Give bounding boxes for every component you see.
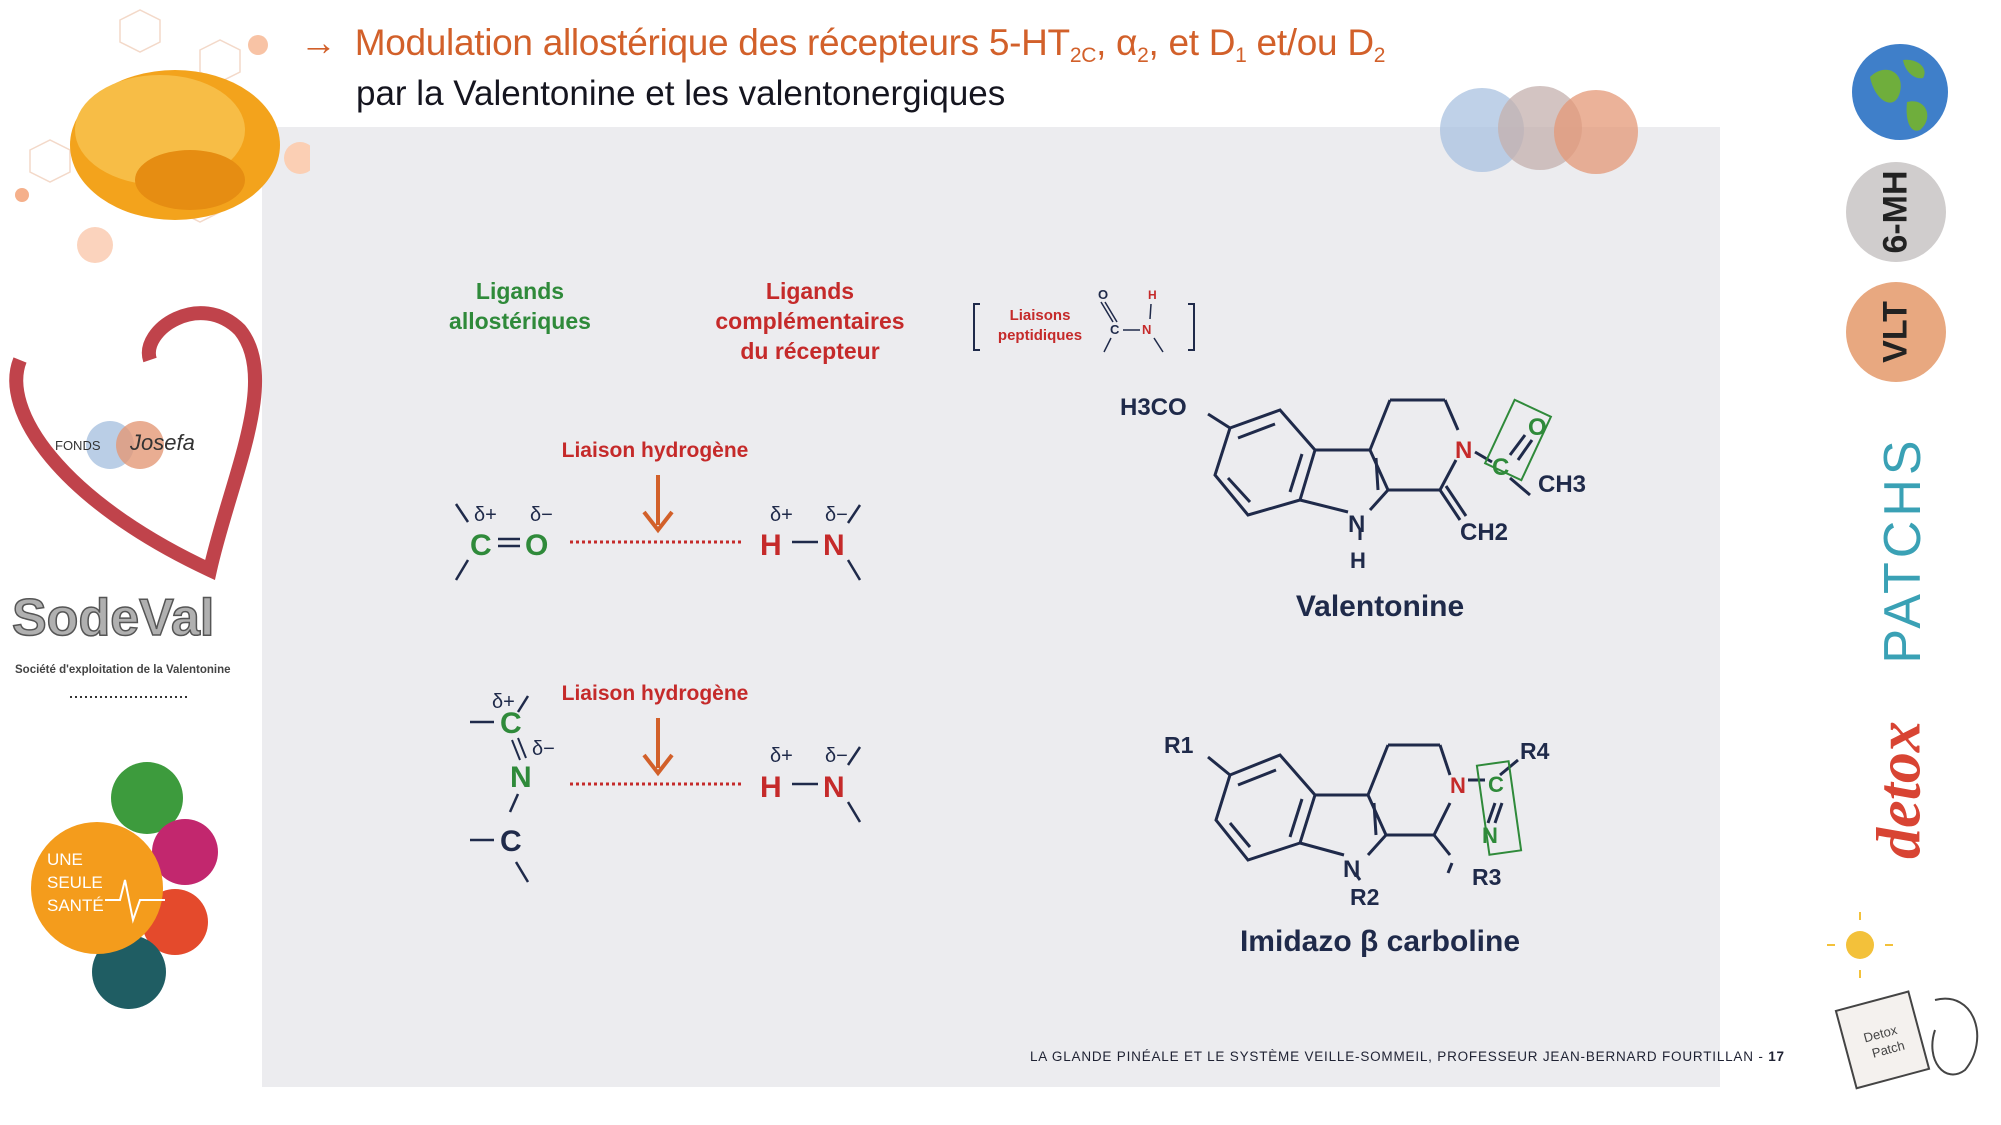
svg-text:H: H — [1350, 548, 1366, 573]
hydrogen-bond-diagrams: Liaison hydrogène δ+ δ− C O δ+ δ− H N Li… — [454, 439, 862, 883]
svg-text:R4: R4 — [1520, 738, 1550, 764]
svg-text:H: H — [1148, 288, 1157, 302]
svg-text:δ+: δ+ — [770, 745, 793, 767]
svg-text:δ+: δ+ — [770, 504, 793, 526]
svg-text:C: C — [1492, 454, 1509, 481]
svg-text:SodeVal: SodeVal — [12, 589, 214, 647]
svg-text:N: N — [823, 529, 845, 562]
svg-text:N: N — [510, 761, 532, 794]
svg-text:SANTÉ: SANTÉ — [47, 896, 104, 915]
svg-text:C: C — [500, 825, 522, 858]
svg-text:H: H — [760, 771, 782, 804]
svg-text:O: O — [525, 529, 548, 562]
svg-text:R1: R1 — [1164, 732, 1194, 758]
svg-text:Société d'exploitation de la V: Société d'exploitation de la Valentonine — [15, 664, 231, 676]
svg-text:O: O — [1528, 414, 1547, 441]
svg-text:δ+: δ+ — [492, 691, 515, 713]
svg-text:N: N — [1142, 322, 1151, 337]
content-panel — [262, 127, 1720, 1087]
svg-text:C: C — [1110, 322, 1120, 337]
svg-text:N: N — [1348, 511, 1365, 538]
svg-text:R2: R2 — [1350, 884, 1379, 910]
svg-text:C: C — [470, 529, 492, 562]
patchs-label: PATCHS — [1874, 436, 1932, 664]
svg-text:O: O — [1098, 287, 1108, 302]
svg-text:C: C — [500, 707, 522, 740]
svg-text:N: N — [823, 771, 845, 804]
svg-text:R3: R3 — [1472, 864, 1501, 890]
valentonine-name: Valentonine — [1295, 590, 1465, 623]
sodeval-logo: SodeVal Société d'exploitation de la Val… — [11, 588, 231, 698]
svg-text:H: H — [760, 529, 782, 562]
six-mh-badge: 6-MH — [1846, 162, 1946, 262]
svg-text:CH3: CH3 — [1538, 471, 1586, 498]
svg-text:δ−: δ− — [532, 738, 555, 760]
peptide-bond-legend: Liaisons peptidiques O C N H — [973, 287, 1195, 353]
svg-text:δ−: δ− — [825, 745, 848, 767]
svg-text:δ−: δ− — [825, 504, 848, 526]
detox-label: detox — [1865, 721, 1934, 859]
imidazo-name: Imidazo β carboline — [1239, 925, 1521, 958]
svg-text:N: N — [1455, 437, 1472, 464]
peptide-label-1: Liaisons — [1010, 307, 1071, 324]
svg-text:CH2: CH2 — [1460, 519, 1508, 546]
page-title: →Modulation allostérique des récepteurs … — [300, 22, 1385, 114]
svg-text:δ−: δ− — [530, 504, 553, 526]
fonds-label: FONDS — [55, 438, 101, 453]
arrow-right-icon: → — [300, 22, 337, 63]
title-line-2: par la Valentonine et les valentonergiqu… — [356, 74, 1006, 113]
svg-text:H3CO: H3CO — [1120, 394, 1187, 421]
hbond-label-2: Liaison hydrogène — [562, 682, 749, 705]
svg-text:SEULE: SEULE — [47, 873, 103, 892]
page-footer: LA GLANDE PINÉALE ET LE SYSTÈME VEILLE-S… — [1030, 1049, 1785, 1064]
svg-text:δ+: δ+ — [474, 504, 497, 526]
josefa-label: Josefa — [129, 430, 195, 455]
svg-text:C: C — [1488, 772, 1504, 797]
valentonine-structure: H3CO N N H CH2 CH3 O C — [1120, 394, 1586, 573]
title-line-1: →Modulation allostérique des récepteurs … — [300, 22, 1386, 67]
vlt-badge: VLT — [1846, 282, 1946, 382]
imidazo-beta-carboline-structure: R1 N R2 R3 R4 N C N — [1164, 732, 1550, 910]
brain-logo — [15, 9, 310, 263]
svg-text:N: N — [1482, 823, 1498, 848]
globe-icon — [1852, 44, 1948, 140]
detox-patch-mascot: Detox Patch — [1827, 912, 1979, 1090]
detox-patchs-logo: detox PATCHS — [1855, 430, 1945, 890]
svg-text:N: N — [1343, 856, 1360, 883]
hbond-label-1: Liaison hydrogène — [562, 439, 749, 462]
une-seule-sante-logo: UNE SEULE SANTÉ — [31, 762, 218, 1009]
circles-logo — [1440, 86, 1638, 174]
heart-logo: FONDS Josefa — [9, 306, 262, 580]
svg-text:N: N — [1450, 773, 1466, 798]
svg-text:UNE: UNE — [47, 850, 83, 869]
peptide-label-2: peptidiques — [998, 327, 1082, 344]
